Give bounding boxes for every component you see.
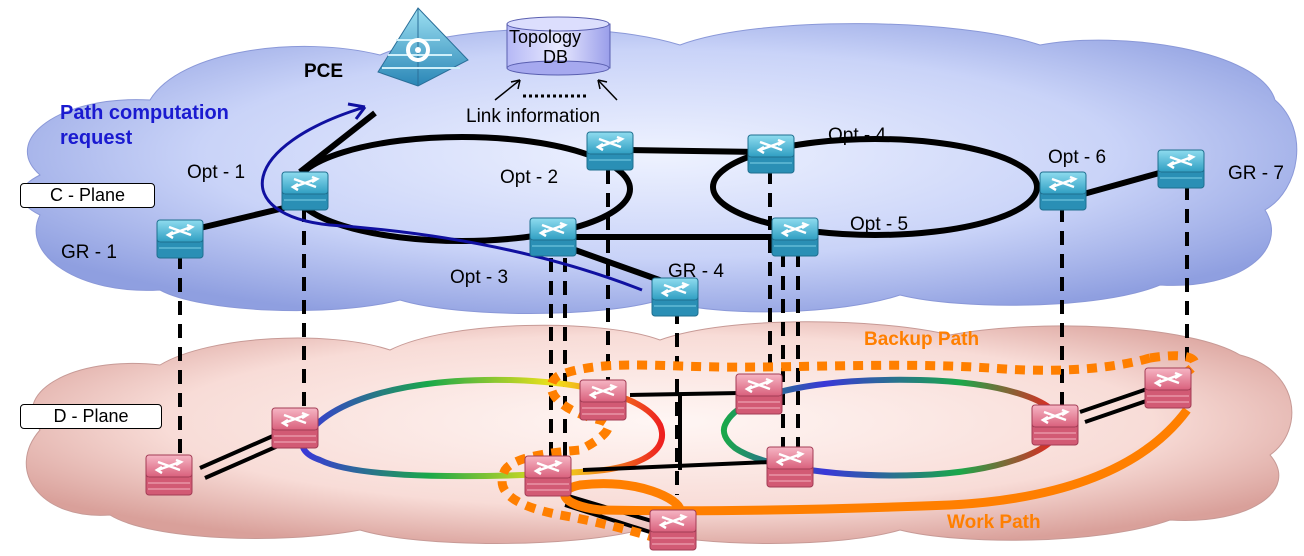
link-info-arrows [494,79,618,101]
c-plane-box: C - Plane [20,183,155,208]
topology-db-label-1: Topology [509,27,582,47]
opt1-label: Opt - 1 [187,162,246,183]
work-path-label: Work Path [947,512,1041,533]
gr1-label: GR - 1 [61,242,117,263]
path-request-arrow [260,102,643,292]
opt3-data-node [523,454,573,498]
topology-db-icon [506,16,611,76]
opt2-label: Opt - 2 [500,167,559,188]
gr4-label: GR - 4 [668,261,724,282]
opt4-control-node [746,133,796,175]
opt4-label: Opt - 4 [828,125,887,146]
opt2-data-node [578,378,628,422]
opt6-control-node [1038,170,1088,212]
opt5-data-node [765,445,815,489]
opt4-data-node [734,372,784,416]
opt5-control-node [770,216,820,258]
d-plane-box: D - Plane [20,404,162,429]
opt6-label: Opt - 6 [1048,147,1107,168]
path-request-label-2: request [60,127,133,149]
work-path [560,407,1191,516]
topology-db-label-2: DB [543,47,569,67]
backup-path-label: Backup Path [864,329,980,350]
opt1-control-node [280,170,330,212]
pce-label: PCE [304,61,344,82]
opt3-control-node [528,216,578,258]
opt5-label: Opt - 5 [850,214,909,235]
gr7-control-node [1156,148,1206,190]
path-request-label-1: Path computation [60,102,229,124]
link-information-label: Link information [466,106,601,127]
opt1-data-node [270,406,320,450]
opt3-label: Opt - 3 [450,267,509,288]
gr7-data-node [1143,366,1193,410]
gr1-data-node [144,453,194,497]
gr1-control-node [155,218,205,260]
opt4-left-control-node [585,130,635,172]
gr7-label: GR - 7 [1228,163,1284,184]
gr4-control-node [650,276,700,318]
inter-plane-links [178,170,1189,495]
opt6-data-node [1030,403,1080,447]
pce-icon [377,7,469,87]
gr4-data-node [648,508,698,552]
